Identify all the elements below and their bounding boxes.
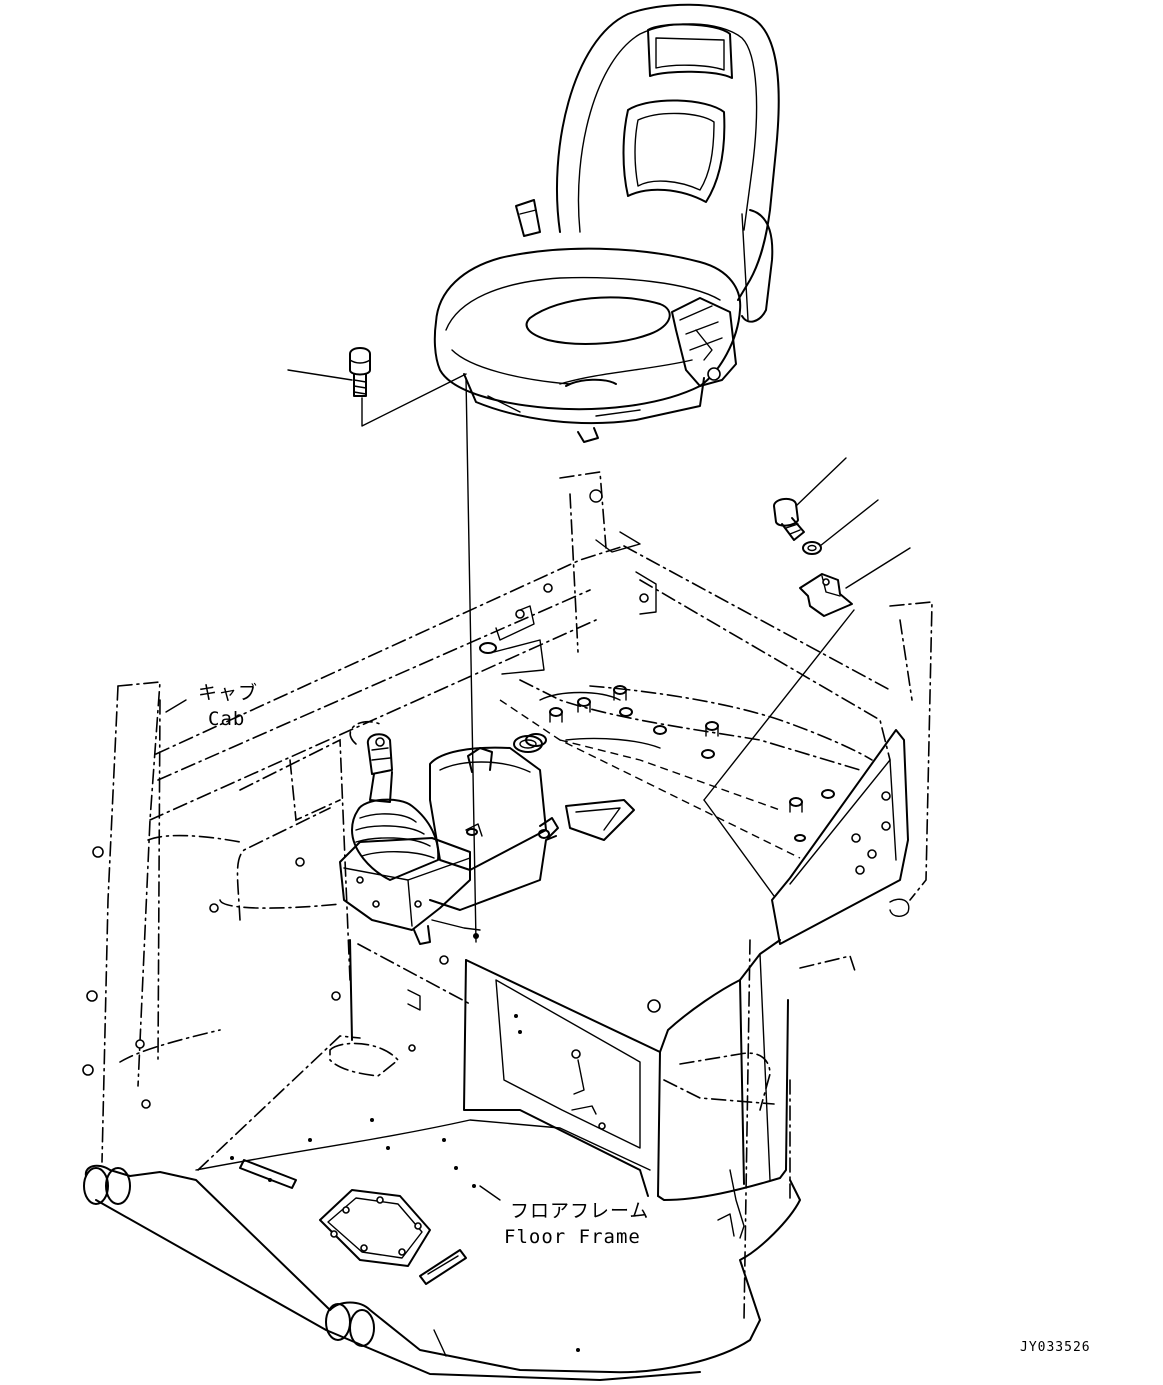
- leader-lines-right: [703, 457, 911, 897]
- assembly-line-seat-vertical: [465, 377, 477, 943]
- leader-cab: [165, 699, 187, 713]
- joystick-console[interactable]: [339, 733, 661, 945]
- cab-label-en: Cab: [208, 708, 246, 730]
- floor-frame-label-jp: フロアフレーム: [510, 1200, 650, 1222]
- leader-floor: [479, 1185, 501, 1201]
- floor-frame: [83, 939, 801, 1381]
- leader-line-seat-bolt: [287, 369, 353, 381]
- floor-frame-label-en: Floor Frame: [504, 1226, 641, 1248]
- rear-deck: [479, 531, 910, 945]
- drawing-code: JY033526: [1020, 1340, 1091, 1355]
- assembly-line-seat: [361, 373, 467, 427]
- boss-row: [479, 642, 835, 842]
- cab-label-jp: キャブ: [198, 682, 259, 704]
- seat-mounting-bolt[interactable]: [349, 347, 371, 397]
- seat-bracket-clip[interactable]: [799, 573, 853, 617]
- operator-seat[interactable]: [433, 3, 780, 443]
- bracket-bolt[interactable]: [773, 498, 805, 541]
- bracket-washer[interactable]: [802, 541, 822, 555]
